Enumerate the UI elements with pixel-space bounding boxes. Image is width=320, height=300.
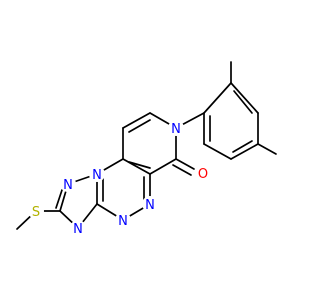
structure-canvas: N O S N N N N N	[16, 61, 277, 237]
svg-text:S: S	[32, 205, 40, 220]
svg-text:N: N	[63, 178, 73, 193]
svg-text:N: N	[171, 122, 181, 137]
svg-text:N: N	[118, 214, 128, 229]
atom-N-pyridone: N	[168, 120, 184, 137]
atom-N-triazine-2: N	[115, 212, 131, 229]
svg-text:O: O	[198, 167, 208, 182]
atom-S-thioether: S	[28, 203, 44, 220]
atom-O-carbonyl: O	[195, 165, 211, 182]
atom-N-triazole-1: N	[60, 176, 76, 193]
svg-text:N: N	[145, 198, 155, 213]
svg-text:N: N	[92, 168, 102, 183]
atom-N-triazole-2: N	[70, 220, 86, 237]
svg-text:N: N	[73, 222, 83, 237]
atom-N-triazine-1: N	[142, 196, 158, 213]
atom-N-bridge: N	[89, 166, 105, 183]
molecule-drawing: N O S N N N N N	[16, 61, 277, 237]
